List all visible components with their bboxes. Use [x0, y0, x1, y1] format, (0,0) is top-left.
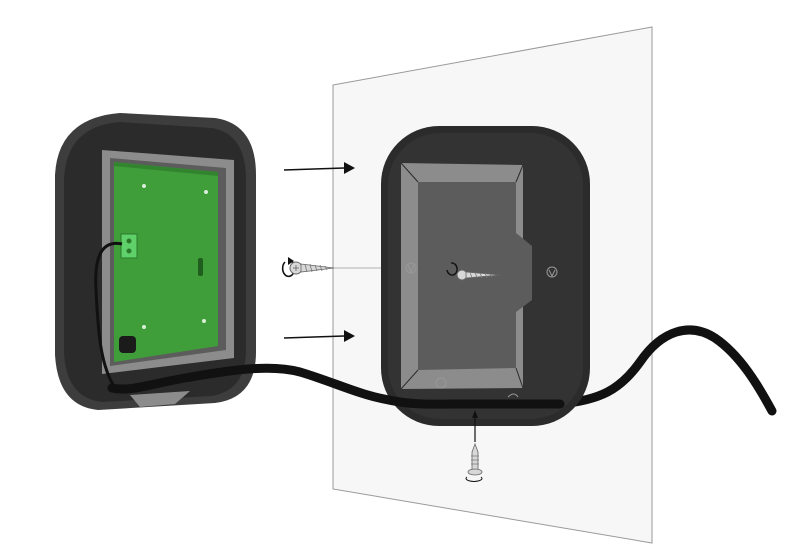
bevel-line — [400, 162, 419, 183]
right-arrow-icon-top — [283, 162, 355, 174]
pcb-hole-icon — [142, 325, 146, 329]
pcb-connector — [120, 233, 138, 259]
internal-wire — [94, 241, 123, 389]
front-unit-with-pcb — [55, 113, 256, 410]
mounting-back-plate — [381, 126, 590, 426]
plate-wall-screw-icon — [456, 269, 501, 281]
power-cable-front — [107, 363, 460, 409]
bevel-line — [515, 367, 524, 389]
front-unit-tab — [130, 391, 190, 407]
wood-screw-icon — [289, 261, 335, 275]
pcb-hole-icon — [204, 190, 208, 194]
bevel-line — [515, 164, 524, 183]
pcb-sensor — [119, 336, 136, 353]
pcb-hole-icon — [202, 319, 206, 323]
pcb-slot — [198, 258, 203, 276]
pcb-board — [114, 162, 218, 362]
pcb-edge — [114, 162, 218, 176]
bevel-line — [400, 369, 419, 390]
right-arrow-icon-bottom — [283, 330, 355, 342]
cable-port-icon — [507, 393, 519, 398]
bottom-locking-screw — [465, 410, 483, 482]
bottom-screw-hole-icon — [435, 377, 447, 389]
plate-rotate-icon — [446, 262, 458, 276]
locking-rotate-icon — [465, 476, 483, 482]
pcb-hole-icon — [142, 184, 146, 188]
power-cable-rear — [555, 325, 777, 416]
locking-screw-icon — [471, 442, 479, 471]
